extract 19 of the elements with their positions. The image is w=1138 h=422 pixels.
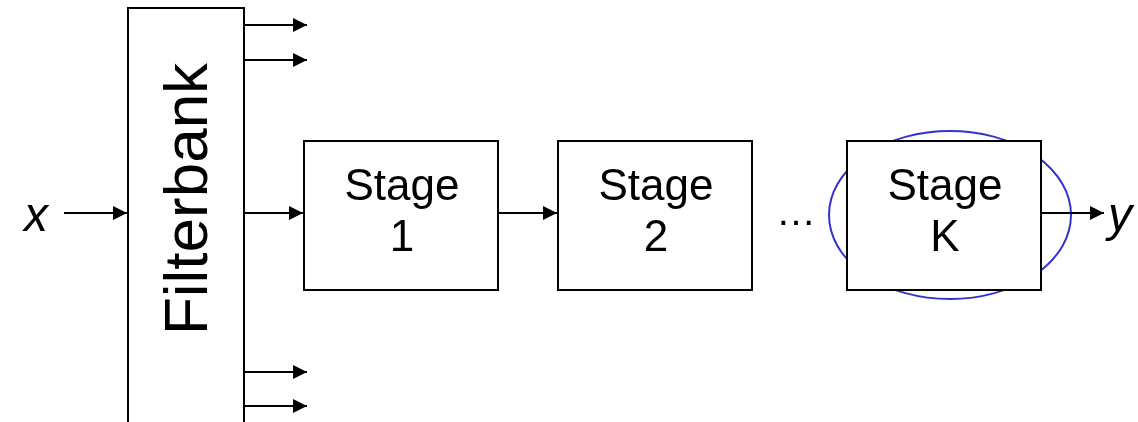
stage-box: [557, 140, 753, 291]
block-label: Stage K: [886, 160, 1004, 262]
arrow: [1041, 206, 1105, 220]
ellipsis: …: [776, 188, 816, 234]
stage-box: [303, 140, 499, 291]
block-label: Stage 2: [597, 160, 715, 262]
stage-box: [846, 140, 1042, 291]
filter-bank-box: [127, 7, 245, 422]
arrow: [244, 18, 308, 32]
arrow: [244, 53, 308, 67]
signal-label: x: [21, 187, 50, 243]
arrow: [244, 399, 308, 413]
arrow: [244, 206, 304, 220]
arrow: [63, 206, 128, 220]
signal-label: y: [1104, 185, 1136, 245]
arrow: [498, 206, 558, 220]
block-label: Filterbank: [150, 62, 222, 336]
block-label: Stage 1: [343, 160, 461, 262]
arrow: [244, 365, 308, 379]
